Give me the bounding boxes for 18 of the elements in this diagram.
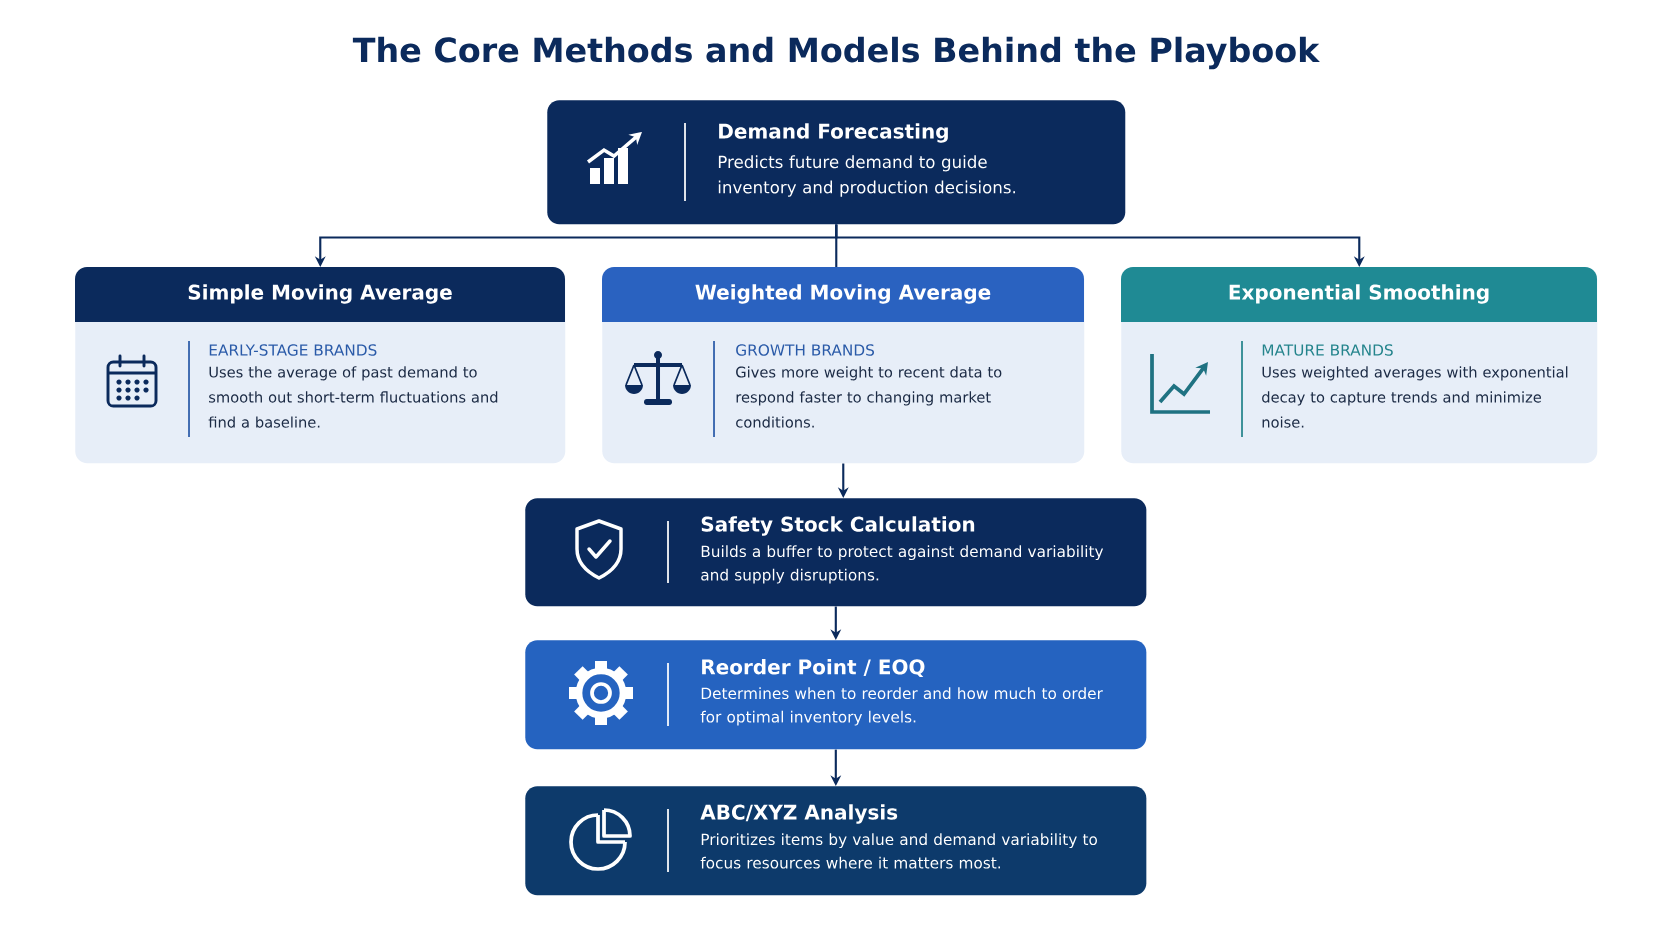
card-heading: Simple Moving Average [188, 284, 452, 304]
box-heading: Safety Stock Calculation [701, 516, 975, 536]
card-description: Uses weighted averages with exponential decay to capture trends and minimize noise. [1262, 366, 1568, 428]
box-heading: ABC/XYZ Analysis [700, 804, 898, 824]
title: The Core Methods and Models Behind the Playbook [352, 36, 1320, 70]
card-heading: Weighted Moving Average [695, 284, 991, 304]
segment-label: EARLY-STAGE BRANDS [209, 344, 377, 356]
box-description: Predicts future demand to guide inventory and production decisions. [718, 155, 1016, 197]
segment-label: GROWTH BRANDS [736, 344, 874, 356]
box-description: Determines when to reorder and how much to order for optimal inventory levels. [700, 687, 1103, 726]
card-heading: Exponential Smoothing [1229, 284, 1489, 304]
card-description: Uses the average of past demand to smooth out short-term fluctuations and find a baseline. [208, 366, 498, 428]
box-heading: Reorder Point / EOQ [702, 658, 925, 678]
box-description: Prioritizes items by value and demand variability to focus resources where it matters most. [700, 833, 1097, 869]
segment-label: MATURE BRANDS [1262, 344, 1393, 356]
box-description: Builds a buffer to protect against demand variability and supply disruptions. [701, 545, 1104, 584]
card-description: Gives more weight to recent data to respond faster to changing market conditions. [736, 366, 1002, 428]
box-heading: Demand Forecasting [719, 123, 948, 143]
